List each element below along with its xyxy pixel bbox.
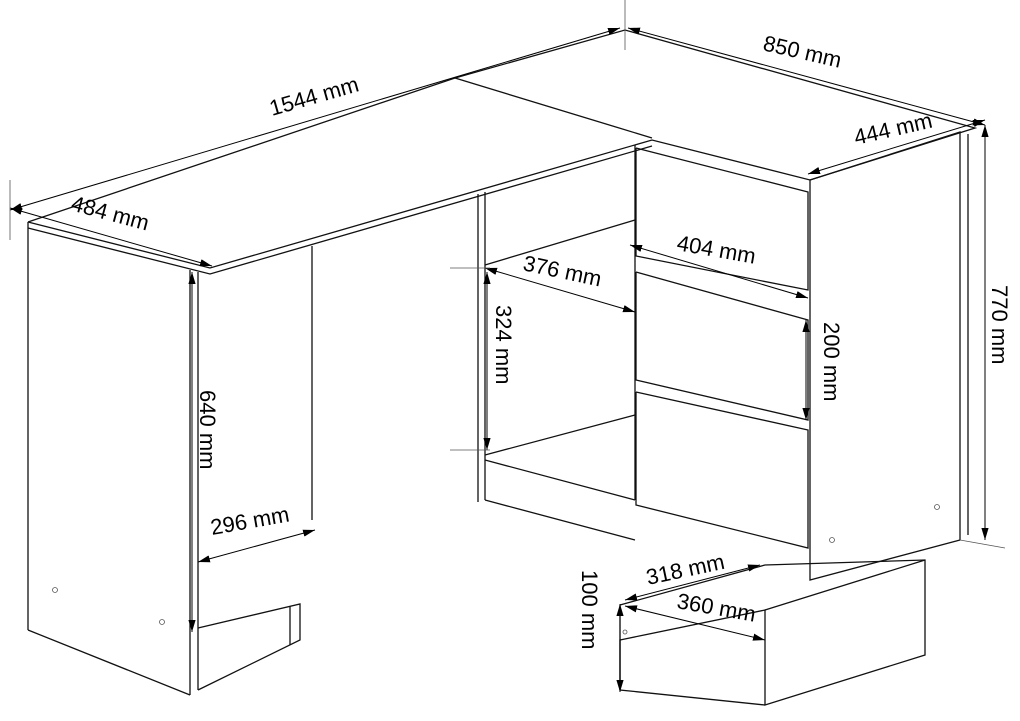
label-318: 318 mm (644, 549, 727, 590)
label-200: 200 mm (819, 322, 844, 401)
label-100: 100 mm (577, 570, 602, 649)
dimension-labels: 1544 mm 850 mm 484 mm 444 mm 404 mm 376 … (69, 31, 1012, 650)
label-376: 376 mm (521, 250, 604, 291)
left-pedestal (27, 222, 313, 696)
label-404: 404 mm (675, 230, 758, 268)
dimension-lines (9, 0, 1006, 692)
label-1544: 1544 mm (266, 71, 361, 120)
label-324: 324 mm (491, 305, 516, 384)
label-850: 850 mm (761, 31, 844, 73)
label-296: 296 mm (209, 502, 292, 540)
label-640: 640 mm (195, 390, 220, 469)
right-cabinet (477, 131, 969, 581)
label-770: 770 mm (987, 285, 1012, 364)
